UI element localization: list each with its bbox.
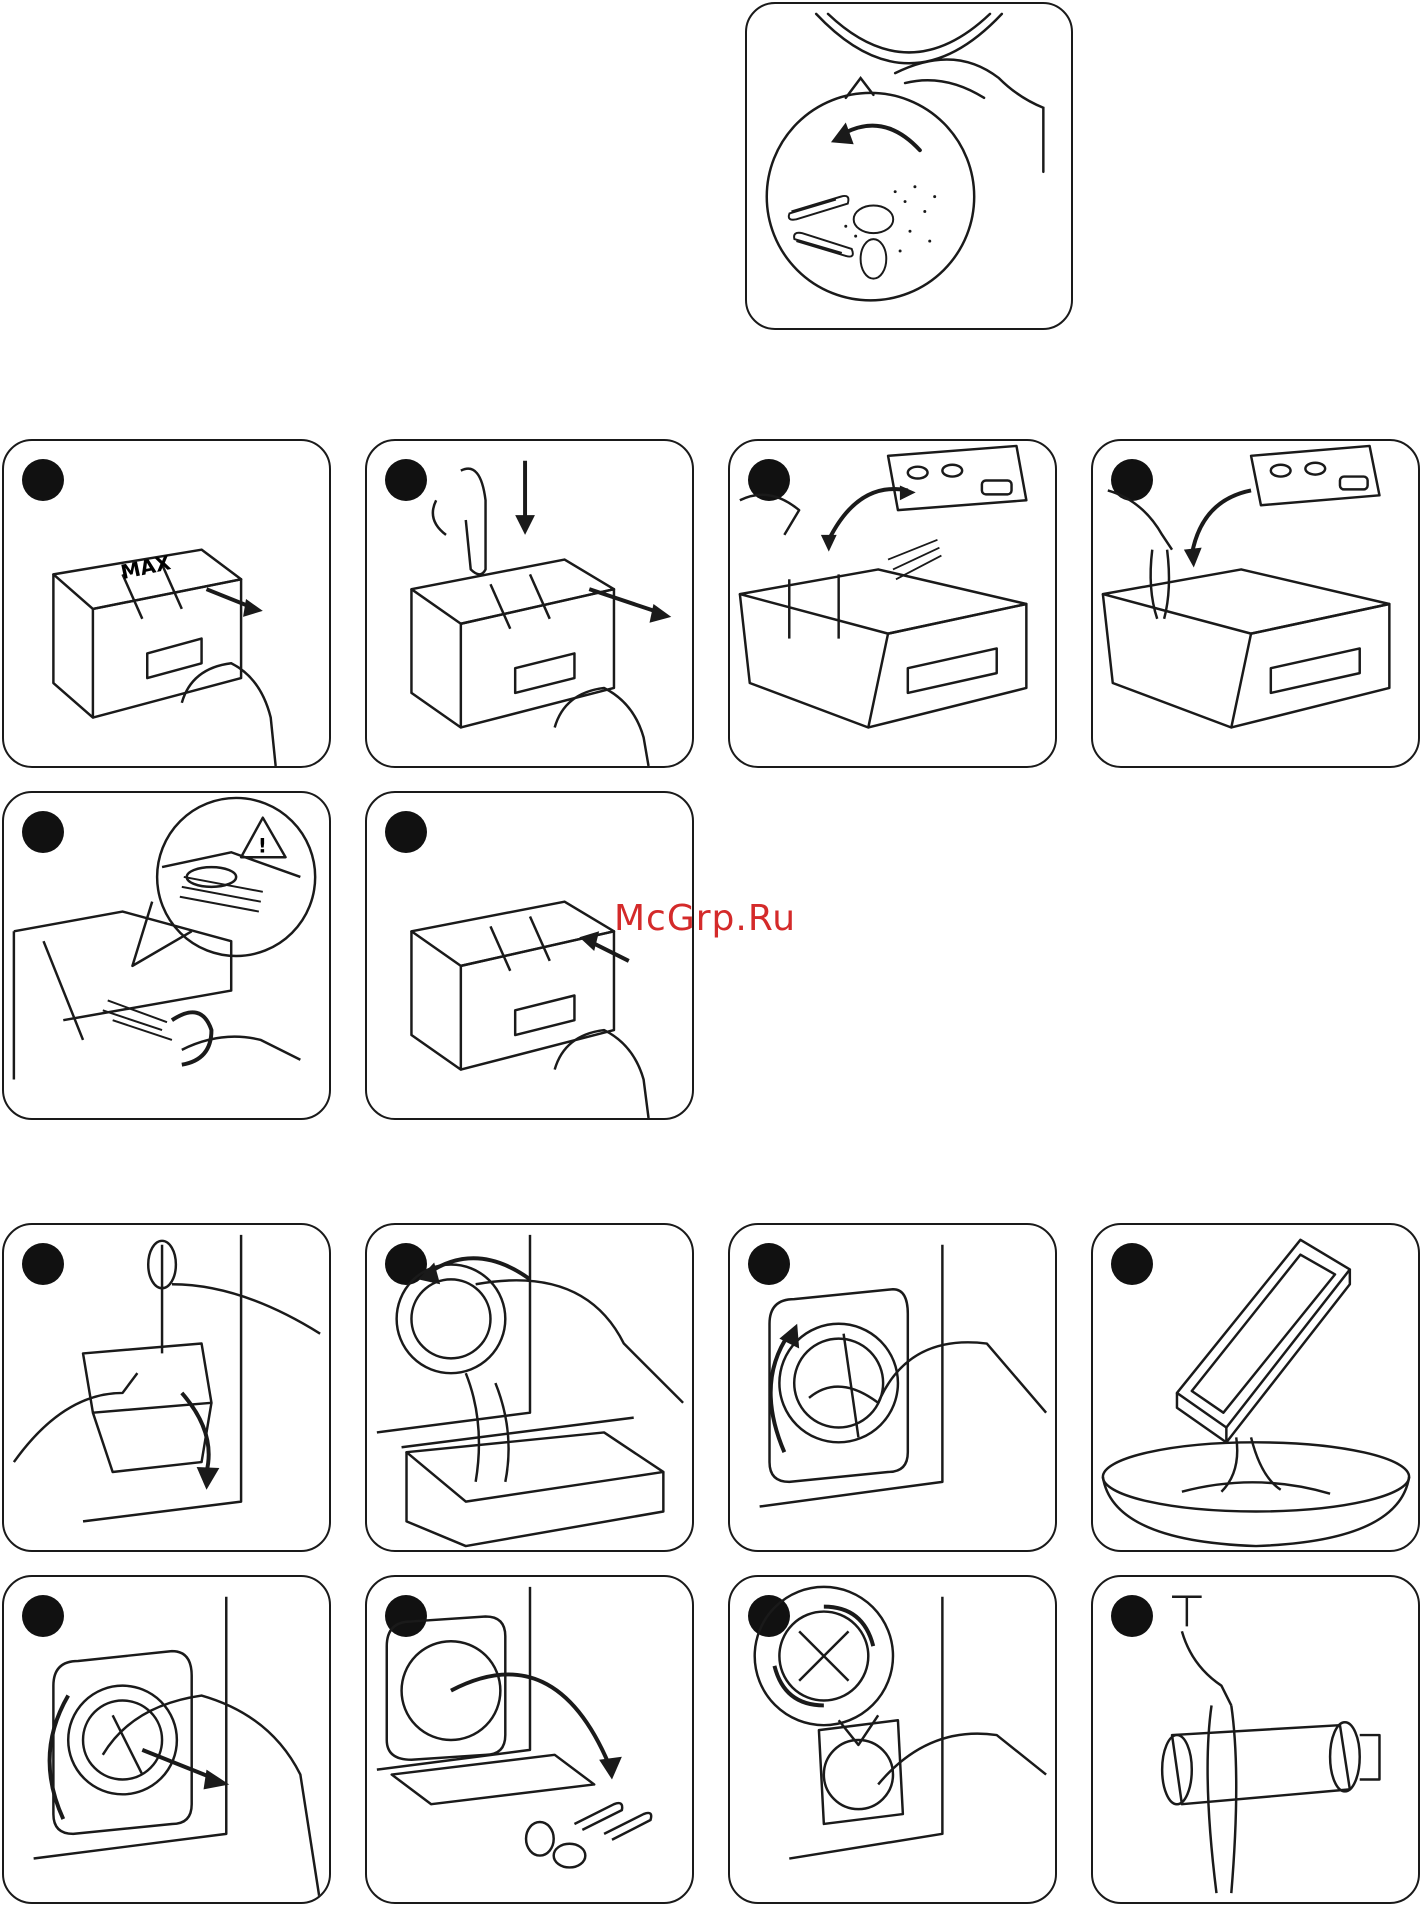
panel-filter-step-1 — [2, 1223, 331, 1552]
filter-pull-out-illustration — [4, 1577, 329, 1902]
drawer-release-illustration — [367, 441, 692, 766]
rotate-arrow-icon — [426, 1258, 530, 1279]
water-tap-icon — [1108, 490, 1172, 549]
drawer-insert-removal-illustration — [730, 441, 1055, 766]
rotate-arrow-icon — [1192, 490, 1251, 554]
rotate-arrow-icon — [846, 126, 920, 151]
panel-drawer-step-5: ! — [2, 791, 331, 1120]
filter-impeller-check-illustration — [730, 1577, 1055, 1902]
drawer-rinse-illustration — [1093, 441, 1418, 766]
button-icon — [526, 1822, 554, 1856]
button-icon — [861, 239, 887, 279]
paperclip-icon — [604, 1813, 651, 1840]
panel-drawer-step-2 — [365, 439, 694, 768]
filter-rinse-illustration — [1093, 1577, 1418, 1902]
drawer-pull-illustration: MAX — [4, 441, 329, 766]
drawer-recess-brush-illustration: ! — [4, 793, 329, 1118]
filter-unscrew-illustration — [730, 1225, 1055, 1550]
panel-drawer-step-3 — [728, 439, 1057, 768]
panel-filter-step-7 — [728, 1575, 1057, 1904]
panel-door-seal-check — [745, 2, 1073, 330]
panel-filter-step-4 — [1091, 1223, 1420, 1552]
panel-filter-step-6 — [365, 1575, 694, 1904]
door-seal-illustration — [747, 4, 1071, 328]
panel-drawer-step-1: MAX — [2, 439, 331, 768]
panel-drawer-step-6 — [365, 791, 694, 1120]
panel-filter-step-2 — [365, 1223, 694, 1552]
max-label: MAX — [119, 551, 173, 584]
paperclip-icon — [574, 1803, 622, 1830]
tray-empty-illustration — [1093, 1225, 1418, 1550]
panel-filter-step-5 — [2, 1575, 331, 1904]
paperclip-icon — [789, 196, 849, 220]
rotate-arrow-icon — [172, 1012, 212, 1064]
drawer-insert-illustration — [367, 793, 692, 1118]
panel-filter-step-8 — [1091, 1575, 1420, 1904]
filter-cover-open-illustration — [4, 1225, 329, 1550]
filter-drain-illustration — [367, 1225, 692, 1550]
button-icon — [554, 1844, 586, 1868]
filter-remove-debris-illustration — [367, 1577, 692, 1902]
panel-filter-step-3 — [728, 1223, 1057, 1552]
svg-text:!: ! — [258, 834, 267, 857]
watermark-text: McGrp.Ru — [614, 898, 796, 939]
panel-drawer-step-4 — [1091, 439, 1420, 768]
button-icon — [854, 206, 894, 234]
warning-triangle-icon: ! — [241, 818, 285, 858]
paperclip-icon — [794, 233, 853, 257]
